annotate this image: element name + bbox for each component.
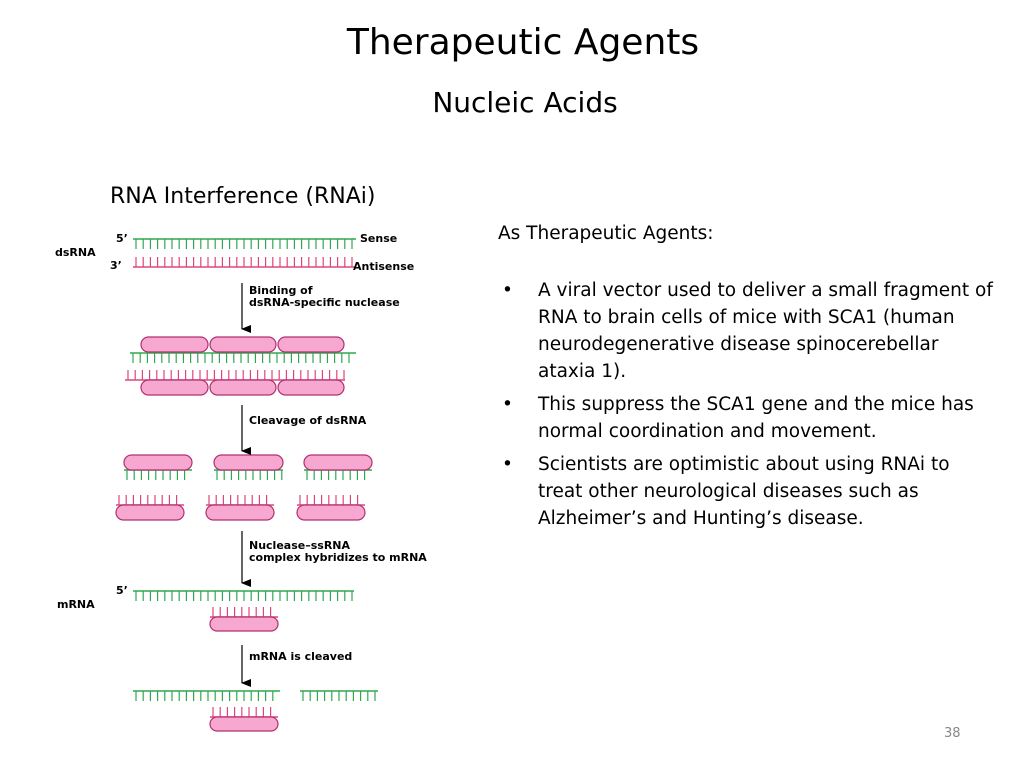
nuclease-complex [213, 454, 284, 471]
mrna-fragment [133, 690, 280, 701]
antisense-strand [133, 257, 356, 268]
antisense-fragment [210, 607, 278, 618]
nuclease-complex [123, 454, 193, 471]
bullet-text: This suppress the SCA1 gene and the mice… [538, 394, 974, 442]
step-binding-label-line2: dsRNA-specific nuclease [249, 296, 400, 309]
dsrna-label: dsRNA [55, 246, 96, 259]
three-prime-label: 3’ [110, 259, 122, 272]
antisense-fragment [210, 707, 278, 718]
nuclease-complex [209, 716, 279, 732]
notes-intro: As Therapeutic Agents: [498, 223, 714, 244]
bullet-item: • A viral vector used to deliver a small … [498, 277, 998, 385]
nuclease-complex [277, 379, 345, 396]
bullet-marker: • [502, 394, 513, 415]
step-hybridize-label-line2: complex hybridizes to mRNA [249, 551, 427, 564]
sense-label: Sense [360, 232, 397, 245]
sense-strand [130, 352, 356, 363]
slide-subtitle: Nucleic Acids [432, 86, 618, 119]
mrna-fragment [300, 690, 378, 701]
nuclease-layer [115, 336, 373, 732]
nuclease-complex [296, 504, 366, 521]
nuclease-complex [209, 616, 279, 632]
step-binding-label-line1: Binding of [249, 284, 313, 297]
step-hybridize-label-line1: Nuclease–ssRNA [249, 539, 350, 552]
nuclease-complex [209, 336, 277, 353]
slide-title: Therapeutic Agents [346, 22, 700, 63]
sense-strand [133, 238, 356, 249]
ssrna-fragment-antisense [297, 495, 365, 506]
nuclease-complex [303, 454, 373, 471]
nuclease-complex [115, 504, 185, 521]
mrna-label: mRNA [57, 598, 95, 611]
notes-bullet-list: • A viral vector used to deliver a small … [498, 277, 998, 532]
antisense-strand [125, 370, 345, 381]
ssrna-fragment-sense [304, 469, 372, 480]
bullet-item: • Scientists are optimistic about using R… [498, 451, 998, 532]
ssrna-fragment-sense [214, 469, 283, 480]
bullet-text: A viral vector used to deliver a small f… [538, 280, 993, 382]
strand-layer [116, 238, 378, 718]
step-mrna-cleaved-label: mRNA is cleaved [249, 650, 352, 663]
bullet-text: Scientists are optimistic about using RN… [538, 454, 950, 529]
five-prime-label: 5’ [116, 232, 128, 245]
bullet-marker: • [502, 454, 513, 475]
nuclease-complex [209, 379, 277, 396]
nuclease-complex [205, 504, 275, 521]
diagram-heading: RNA Interference (RNAi) [110, 184, 376, 209]
mrna-five-prime-label: 5’ [116, 584, 128, 597]
page-number: 38 [944, 726, 961, 741]
step-cleavage-label: Cleavage of dsRNA [249, 414, 367, 427]
mrna-strand [133, 590, 354, 601]
nuclease-complex [140, 336, 209, 353]
rnai-diagram: 5’ dsRNA 3’ Sense Antisense Binding of d… [55, 232, 427, 732]
ssrna-fragment-antisense [116, 495, 184, 506]
nuclease-complex [140, 379, 209, 396]
antisense-label: Antisense [353, 260, 414, 273]
nuclease-complex [277, 336, 345, 353]
ssrna-fragment-sense [124, 469, 192, 480]
bullet-item: • This suppress the SCA1 gene and the mic… [498, 391, 998, 445]
bullet-marker: • [502, 280, 513, 301]
notes-panel: As Therapeutic Agents: • A viral vector u… [498, 220, 998, 538]
ssrna-fragment-antisense [206, 495, 274, 506]
